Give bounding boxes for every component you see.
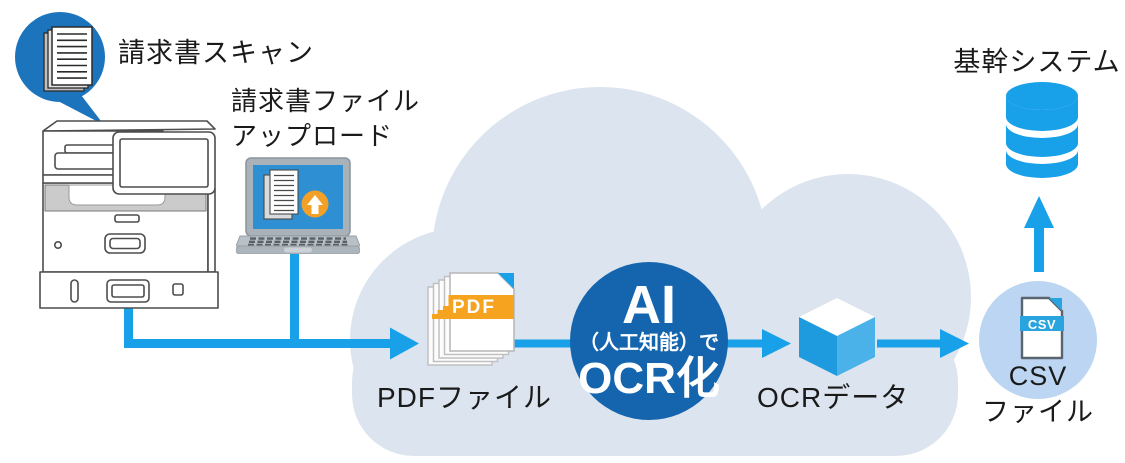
folded-corner-icon <box>1049 298 1062 311</box>
ai-ocr-node: AI （人工知能）で OCR化 <box>570 262 728 420</box>
core-system-label: 基幹システム <box>953 47 1121 77</box>
ai-to-ocr-arrowhead <box>762 329 791 358</box>
laptop-trackpad <box>284 247 312 253</box>
upload-label-line1: 請求書ファイル <box>231 86 421 116</box>
upload-arrow-icon <box>301 190 329 218</box>
main-flow-arrowhead <box>390 327 419 360</box>
csv-banner <box>1020 316 1064 331</box>
ai-title: AI <box>622 275 676 335</box>
csv-badge: CSV <box>1027 317 1057 332</box>
ocr-data-label: OCRデータ <box>757 382 910 413</box>
database-icon <box>1006 82 1078 178</box>
pdf-file-label: PDFファイル <box>377 382 553 413</box>
csv-file-icon <box>1020 296 1064 360</box>
invoice-scan-label: 請求書スキャン <box>118 38 314 68</box>
upload-label-line2: アップロード <box>231 121 394 151</box>
data-cube-icon <box>799 298 875 376</box>
ai-subtitle: （人工知能）で <box>579 332 719 354</box>
speech-bubble-document-icon <box>15 12 105 125</box>
laptop-upload-icon <box>236 157 360 254</box>
pdf-badge: PDF <box>452 297 496 318</box>
pdf-file-stack-icon <box>427 272 515 366</box>
document-icon <box>263 169 299 220</box>
csv-label-line1: CSV <box>1008 361 1068 391</box>
csv-to-core-arrowhead <box>1024 196 1054 228</box>
csv-label-line2: ファイル <box>982 397 1094 427</box>
document-icon <box>43 26 93 92</box>
folded-corner-icon <box>498 273 514 289</box>
upload-label: 請求書ファイル アップロード <box>231 84 420 154</box>
pdf-ribbon <box>432 295 514 319</box>
scanner-flow-line <box>124 306 392 348</box>
multifunction-printer-icon <box>39 120 219 309</box>
ocr-to-csv-arrowhead <box>940 329 969 358</box>
ai-ocr-text: OCR化 <box>578 354 720 403</box>
